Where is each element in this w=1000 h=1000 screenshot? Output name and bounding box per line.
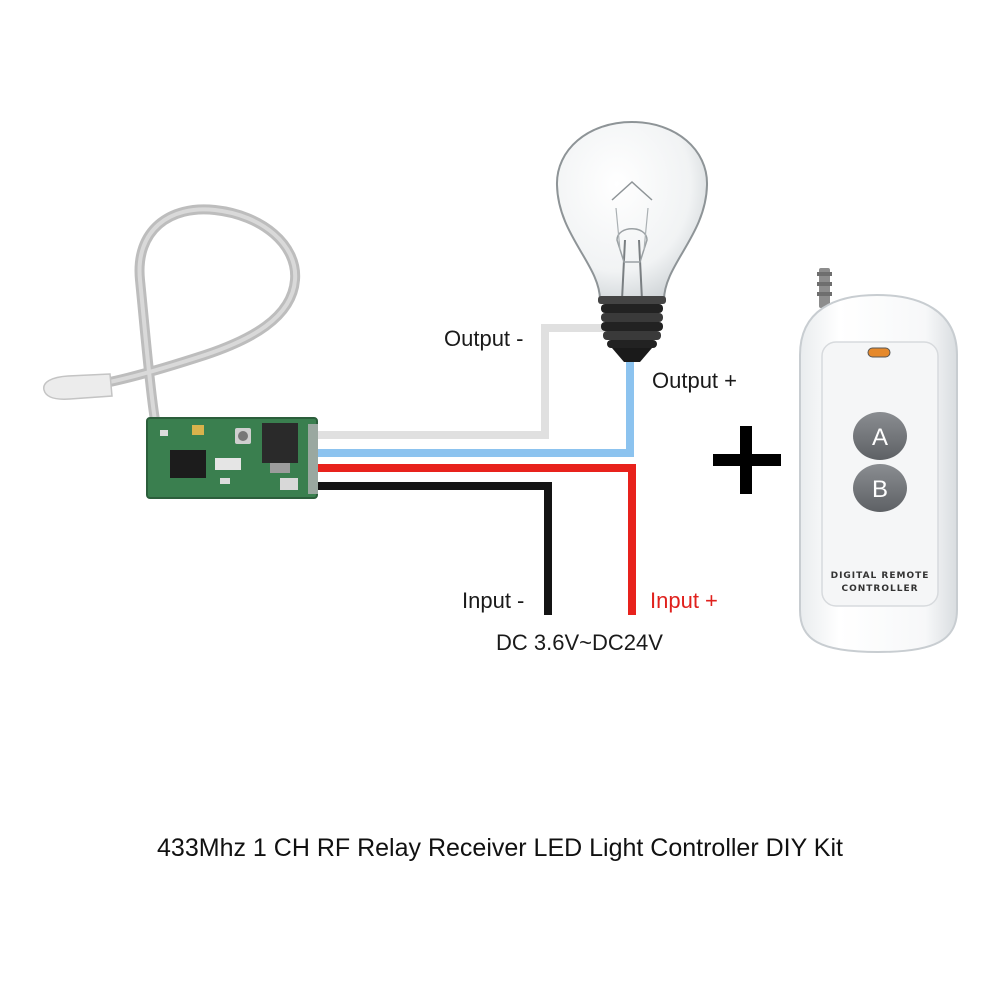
label-voltage: DC 3.6V~DC24V [496,630,663,655]
plus-sign-icon [713,426,781,494]
antenna-wire-icon [43,204,301,425]
wire-output-plus [318,352,634,457]
label-input-plus: Input + [650,588,718,613]
caption: 433Mhz 1 CH RF Relay Receiver LED Light … [157,834,843,862]
wire-input-plus [318,464,636,615]
button-a-label: A [872,424,888,451]
remote-print-line2: CONTROLLER [841,584,918,594]
remote-print-line1: DIGITAL REMOTE [831,571,930,581]
light-bulb-icon [555,120,709,362]
button-a[interactable]: A [853,412,907,460]
label-input-minus: Input - [462,588,525,613]
remote-control-icon: A B DIGITAL REMOTE CONTROLLER [799,268,958,654]
wire-output-minus [318,324,618,439]
button-b[interactable]: B [853,464,907,512]
remote-antenna-icon [817,268,832,308]
receiver-board-icon [146,417,318,499]
wire-input-minus [318,482,552,615]
label-output-minus: Output - [444,326,524,351]
label-output-plus: Output + [652,368,738,393]
button-b-label: B [872,476,888,503]
